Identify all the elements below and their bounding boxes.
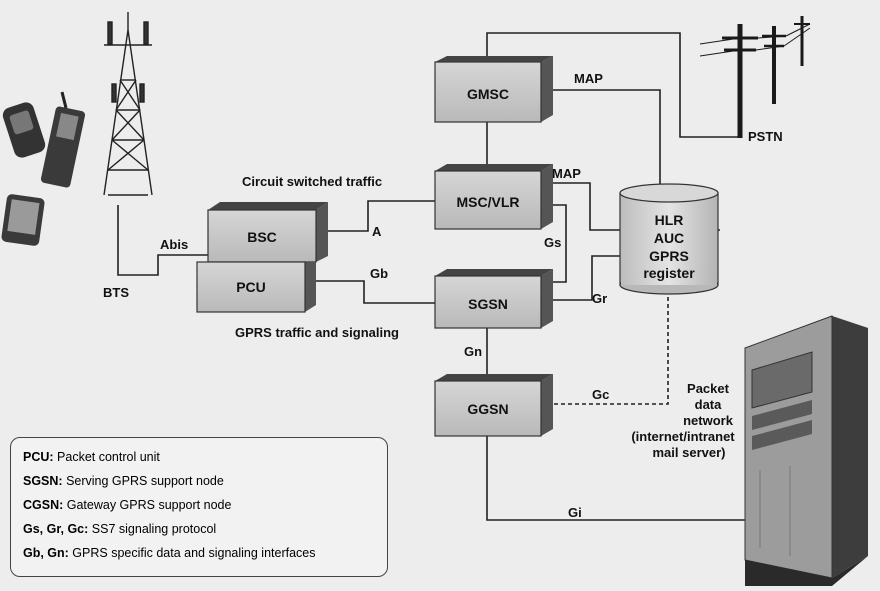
gb-label: Gb (370, 266, 388, 281)
svg-text:network: network (683, 413, 734, 428)
ggsn-hlr-gc-link (540, 290, 669, 405)
bsc-node: BSC (207, 202, 328, 263)
sgsn-hlr-gr-link (540, 255, 620, 301)
legend-text: Packet control unit (53, 450, 160, 464)
circuit-switched-label: Circuit switched traffic (242, 174, 382, 189)
map-mid-label: MAP (552, 166, 581, 181)
ggsn-node: GGSN (434, 374, 553, 437)
sgsn-label: SGSN (468, 296, 508, 312)
bsc-label: BSC (247, 229, 277, 245)
gc-label: Gc (592, 387, 609, 402)
gmsc-label: GMSC (467, 86, 509, 102)
gprs-traffic-label: GPRS traffic and signaling (235, 325, 399, 340)
cell-tower-icon (103, 12, 153, 196)
a-label: A (372, 224, 382, 239)
map-top-label: MAP (574, 71, 603, 86)
mobile-phone-icon (2, 102, 46, 158)
svg-text:data: data (695, 397, 723, 412)
legend-text: Serving GPRS support node (62, 474, 224, 488)
msc-hlr-map-link (540, 182, 620, 231)
msc-vlr-label: MSC/VLR (457, 194, 520, 210)
auc-label: AUC (654, 230, 684, 246)
svg-text:Packet: Packet (687, 381, 730, 396)
hlr-auc-gprs-register-node: HLR AUC GPRS register (619, 183, 719, 295)
bsc-msc-a-link (315, 200, 435, 232)
packet-network-label: Packet data network (internet/intranet m… (631, 381, 735, 460)
gmsc-node: GMSC (434, 56, 553, 123)
bts-label: BTS (103, 285, 129, 300)
gi-label: Gi (568, 505, 582, 520)
legend-key: PCU: (23, 450, 54, 464)
legend-row: PCU: Packet control unit (23, 450, 387, 474)
legend-key: Gb, Gn: (23, 546, 69, 560)
legend-text: GPRS specific data and signaling interfa… (68, 546, 316, 560)
pda-icon (1, 194, 45, 246)
pcu-label: PCU (236, 279, 266, 295)
legend-key: Gs, Gr, Gc: (23, 522, 89, 536)
gn-label: Gn (464, 344, 482, 359)
gmsc-pstn-link (486, 32, 738, 138)
abis-label: Abis (160, 237, 188, 252)
hlr-label: HLR (655, 212, 684, 228)
utility-pole-icon (699, 16, 811, 138)
sgsn-node: SGSN (434, 269, 553, 329)
legend-row: SGSN: Serving GPRS support node (23, 474, 387, 498)
legend-text: Gateway GPRS support node (63, 498, 232, 512)
flip-phone-icon (40, 91, 86, 188)
msc-vlr-node: MSC/VLR (434, 164, 553, 230)
legend-row: CGSN: Gateway GPRS support node (23, 498, 387, 522)
register-label: register (643, 265, 695, 281)
legend-row: Gb, Gn: GPRS specific data and signaling… (23, 546, 387, 570)
pcu-node: PCU (196, 261, 316, 313)
ggsn-label: GGSN (467, 401, 508, 417)
legend-row: Gs, Gr, Gc: SS7 signaling protocol (23, 522, 387, 546)
pcu-sgsn-gb-link (304, 280, 435, 304)
legend-key: SGSN: (23, 474, 63, 488)
server-icon (744, 315, 868, 586)
svg-text:mail server): mail server) (653, 445, 726, 460)
gs-label: Gs (544, 235, 561, 250)
legend-key: CGSN: (23, 498, 64, 512)
gr-label: Gr (592, 291, 607, 306)
bts-bsc-abis-link (117, 205, 210, 276)
pstn-label: PSTN (748, 129, 783, 144)
legend-text: SS7 signaling protocol (88, 522, 217, 536)
svg-text:(internet/intranet: (internet/intranet (631, 429, 735, 444)
gprs-label: GPRS (649, 248, 689, 264)
